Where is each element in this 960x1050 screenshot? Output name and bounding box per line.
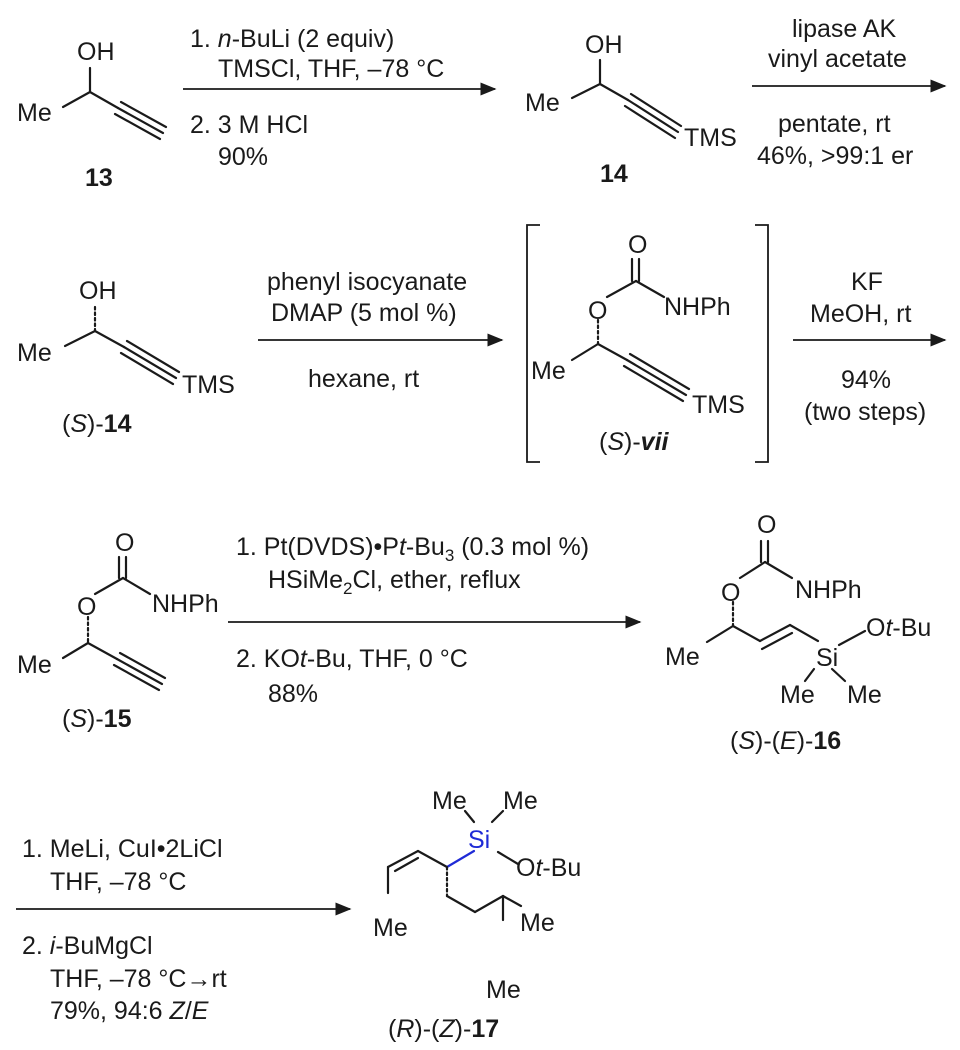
atom-me-iso-1: Me: [520, 909, 555, 937]
compound-s-15: O O NHPh Me (S)-15: [17, 529, 219, 733]
condition-line-1: 2. KOt-Bu, THF, 0 °C: [236, 645, 468, 673]
atom-nhph: NHPh: [152, 590, 219, 618]
atom-nhph: NHPh: [664, 293, 731, 321]
atom-carbonyl-o: O: [115, 529, 134, 557]
atom-oh: OH: [79, 277, 117, 305]
atom-si-me-1: Me: [780, 681, 815, 709]
atom-ester-o: O: [721, 579, 740, 607]
atom-ester-o: O: [77, 593, 96, 621]
compound-s-14: OH Me TMS (S)-14: [17, 277, 235, 438]
atom-me: Me: [525, 89, 560, 117]
right-bracket: [755, 224, 769, 463]
atom-me: Me: [17, 99, 52, 127]
compound-number: 13: [85, 164, 113, 192]
reagent-line-2: THF, –78 °C: [50, 868, 186, 896]
condition-line-2: (two steps): [804, 398, 926, 426]
compound-number: 14: [600, 160, 628, 188]
reagent-line-1: lipase AK: [792, 15, 897, 43]
compound-label: (S)-15: [62, 705, 132, 733]
atom-ester-o: O: [588, 297, 607, 325]
reaction-arrow-2: lipase AK vinyl acetate pentate, rt 46%,…: [752, 15, 947, 170]
compound-13: OH Me 13: [17, 38, 168, 192]
yield-text: 88%: [268, 680, 318, 708]
reaction-arrow-3: phenyl isocyanate DMAP (5 mol %) hexane,…: [258, 268, 504, 393]
atom-si: Si: [816, 644, 838, 672]
compound-label: (S)-14: [62, 410, 132, 438]
left-bracket: [526, 224, 540, 463]
reagent-line-2: MeOH, rt: [810, 300, 911, 328]
atom-carbonyl-o: O: [628, 231, 647, 259]
yield-text: 94%: [841, 366, 891, 394]
condition-line-1: hexane, rt: [308, 365, 419, 393]
reagent-line-2: vinyl acetate: [768, 45, 907, 73]
atom-me: Me: [17, 339, 52, 367]
reagent-line-2: TMSCl, THF, –78 °C: [218, 55, 444, 83]
condition-line-1: 2. i-BuMgCl: [22, 932, 153, 960]
atom-otbu: Ot-Bu: [516, 854, 581, 882]
reaction-arrow-6: 1. MeLi, CuI•2LiCl THF, –78 °C 2. i-BuMg…: [16, 835, 352, 1025]
atom-carbonyl-o: O: [757, 511, 776, 539]
compound-label: (S)-vii: [599, 428, 670, 456]
condition-line-2: THF, –78 °C→rt: [50, 965, 227, 993]
compound-s-e-16: O O NHPh Me Si Ot-Bu Me Me (S)-(E)-16: [665, 511, 931, 755]
atom-me: Me: [17, 651, 52, 679]
atom-si-me-2: Me: [847, 681, 882, 709]
compound-r-z-17: Si Me Me Ot-Bu Me Me Me (R)-(Z)-17: [373, 787, 581, 1043]
reagent-line-1: 1. n-BuLi (2 equiv): [190, 25, 394, 53]
intermediate-s-vii: O O NHPh Me TMS (S)-vii: [526, 224, 769, 463]
condition-line-1: 2. 3 M HCl: [190, 111, 308, 139]
atom-tms: TMS: [692, 391, 745, 419]
yield-text: 79%, 94:6 Z/E: [50, 997, 209, 1025]
atom-me: Me: [531, 357, 566, 385]
compound-label: (R)-(Z)-17: [388, 1015, 499, 1043]
atom-oh: OH: [77, 38, 115, 66]
condition-line-1: pentate, rt: [778, 110, 891, 138]
reagent-line-1: KF: [851, 268, 883, 296]
atom-me-iso-2: Me: [486, 976, 521, 1004]
atom-otbu: Ot-Bu: [866, 614, 931, 642]
condition-line-2: 46%, >99:1 er: [757, 142, 913, 170]
atom-si-me-2: Me: [503, 787, 538, 815]
atom-me-vinyl: Me: [373, 914, 408, 942]
compound-label: (S)-(E)-16: [730, 727, 841, 755]
yield-text: 90%: [218, 143, 268, 171]
reagent-line-1: phenyl isocyanate: [267, 268, 467, 296]
reagent-line-1: 1. Pt(DVDS)•Pt-Bu3 (0.3 mol %): [236, 533, 589, 565]
atom-si-me-1: Me: [432, 787, 467, 815]
reaction-arrow-4: KF MeOH, rt 94% (two steps): [793, 268, 947, 426]
reaction-arrow-1: 1. n-BuLi (2 equiv) TMSCl, THF, –78 °C 2…: [183, 25, 497, 171]
atom-si: Si: [468, 826, 490, 854]
atom-tms: TMS: [182, 371, 235, 399]
reaction-arrow-5: 1. Pt(DVDS)•Pt-Bu3 (0.3 mol %) HSiMe2Cl,…: [228, 533, 642, 708]
compound-14: OH Me TMS 14: [525, 31, 737, 188]
reagent-line-1: 1. MeLi, CuI•2LiCl: [22, 835, 223, 863]
atom-nhph: NHPh: [795, 576, 862, 604]
reagent-line-2: HSiMe2Cl, ether, reflux: [268, 566, 521, 598]
atom-me: Me: [665, 643, 700, 671]
atom-oh: OH: [585, 31, 623, 59]
atom-tms: TMS: [684, 124, 737, 152]
reagent-line-2: DMAP (5 mol %): [271, 299, 457, 327]
